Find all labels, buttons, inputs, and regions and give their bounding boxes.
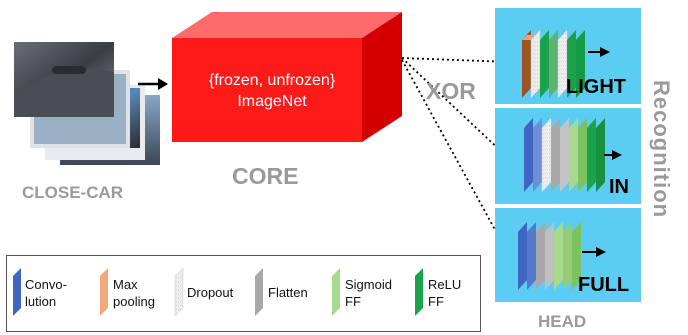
light-layers [522,29,610,99]
core-line1: {frozen, unfrozen} [208,72,336,89]
legend-label-flatten: Flatten [268,285,308,300]
core-text: {frozen, unfrozen} ImageNet [172,70,372,112]
car-image-stack [14,42,160,165]
legend-swatch-flatten [255,268,263,316]
head-label-in: IN [609,176,629,198]
xor-label: XOR [426,78,476,104]
input-arrow [158,78,168,90]
core-line2: ImageNet [237,93,307,110]
legend-swatch-sigmoid-ff [332,268,340,316]
full-layers [518,222,606,290]
legend-swatch-max-pooling [100,268,108,316]
core-box [172,12,402,142]
core-to-head-connectors [401,57,511,249]
input-label: CLOSE-CAR [22,183,124,202]
legend-swatch-convolution [13,268,21,316]
core-label: CORE [232,163,299,189]
head-label-light: LIGHT [566,76,626,98]
recognition-label: Recognition [649,80,674,219]
in-layers [524,117,622,193]
head-label: HEAD [538,312,587,331]
head-label-full: FULL [578,274,630,296]
legend-label-dropout: Dropout [187,285,234,300]
legend-swatch-relu-ff [415,268,423,316]
legend-label-convolution: Convo-lution [25,277,67,309]
head-panels [495,8,641,302]
legend-swatch-dropout [174,267,184,317]
